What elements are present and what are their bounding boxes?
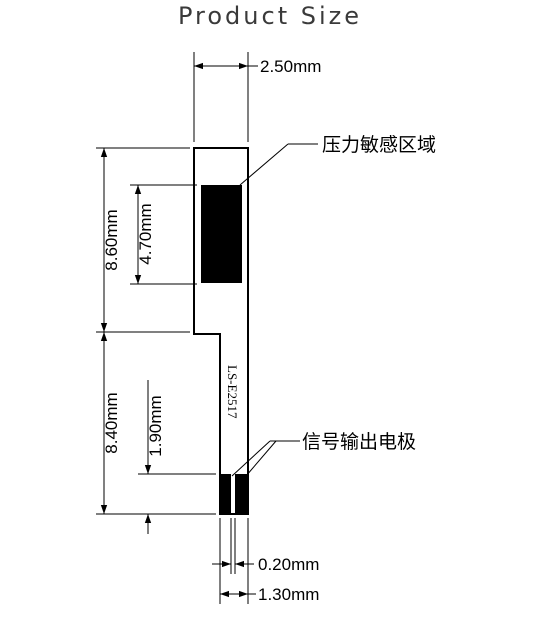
page-title: Product Size	[178, 2, 362, 30]
dim-width-bottom-label: 1.30mm	[258, 585, 319, 604]
sensing-area-label: 压力敏感区域	[322, 134, 436, 156]
dim-electrode-length-label: 1.90mm	[146, 395, 165, 456]
leader-sensing-area: 压力敏感区域	[239, 134, 436, 186]
dim-width-top: 2.50mm	[193, 52, 321, 142]
model-marking: LS-E2517	[225, 365, 240, 419]
dim-width-top-label: 2.50mm	[260, 57, 321, 76]
sensing-area-block	[201, 185, 242, 283]
dim-width-bottom: 1.30mm	[219, 518, 319, 604]
dim-upper-length: 8.60mm	[96, 147, 190, 333]
electrode-left	[220, 474, 231, 514]
signal-electrode-label: 信号输出电极	[302, 431, 416, 453]
dim-lower-length: 8.40mm	[96, 332, 216, 515]
dim-sensing-length: 4.70mm	[130, 184, 197, 285]
dim-electrode-length: 1.90mm	[138, 380, 216, 534]
dim-electrode-gap: 0.20mm	[212, 518, 319, 574]
electrode-right	[235, 474, 248, 514]
dim-lower-length-label: 8.40mm	[102, 392, 121, 453]
dim-electrode-gap-label: 0.20mm	[258, 555, 319, 574]
dim-upper-length-label: 8.60mm	[102, 209, 121, 270]
leader-signal-electrode: 信号输出电极	[231, 431, 416, 477]
dim-sensing-length-label: 4.70mm	[136, 203, 155, 264]
